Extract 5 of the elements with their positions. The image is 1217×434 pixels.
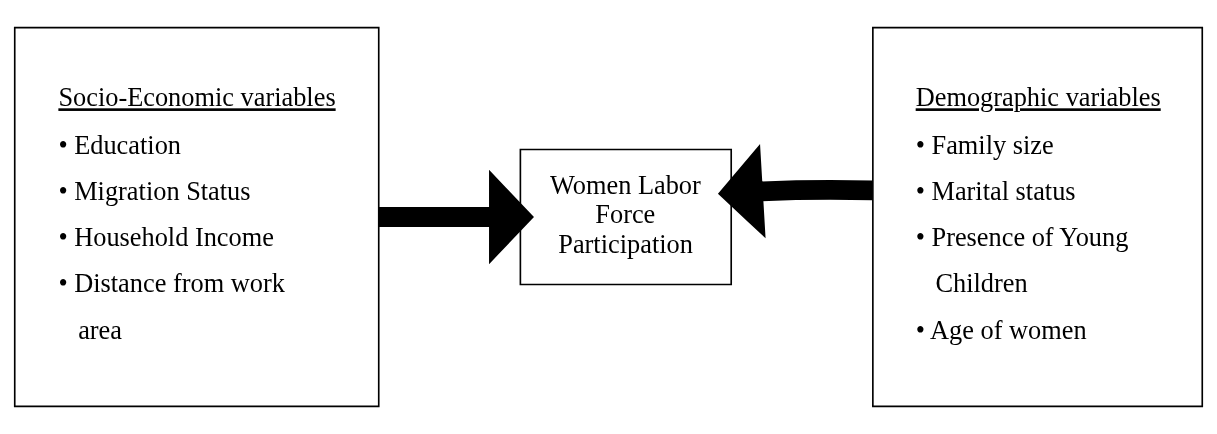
node-box: Women Labor Force Participation [519, 148, 733, 286]
node-box: Demographic variables • Family size • Marital status • Presence of Young Children • Age of women [872, 26, 1204, 408]
arrow [378, 169, 534, 265]
node-box: Socio-Economic variables • Education • Migration Status • Household Income • Distance from work area [13, 26, 380, 408]
arrow [717, 144, 873, 239]
